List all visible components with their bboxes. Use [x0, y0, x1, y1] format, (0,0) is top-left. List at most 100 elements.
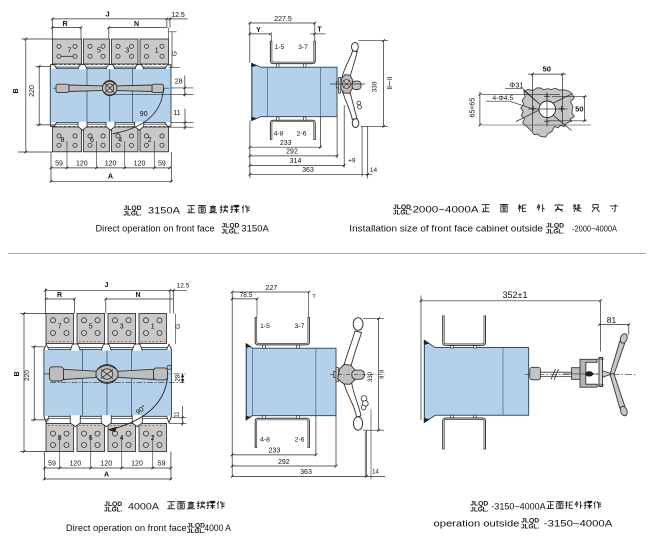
- svg-text:JLGL.: JLGL.: [104, 507, 122, 514]
- svg-text:JLGL.: JLGL.: [521, 523, 539, 530]
- svg-text:352±1: 352±1: [503, 290, 528, 300]
- svg-text:292: 292: [286, 149, 298, 156]
- svg-text:6: 6: [90, 137, 94, 144]
- svg-text:59: 59: [158, 160, 166, 167]
- svg-text:Y: Y: [256, 27, 261, 34]
- svg-text:81: 81: [607, 315, 617, 325]
- svg-text:227: 227: [266, 285, 278, 292]
- svg-text:314: 314: [290, 158, 302, 165]
- svg-text:120: 120: [131, 460, 143, 467]
- svg-text:JLQD: JLQD: [124, 205, 142, 212]
- svg-text:1-5: 1-5: [275, 44, 285, 51]
- svg-text:120: 120: [100, 460, 112, 467]
- svg-text:-2000~4000A: -2000~4000A: [409, 205, 480, 216]
- svg-text:3-7: 3-7: [298, 44, 308, 51]
- svg-text:330: 330: [368, 371, 374, 382]
- svg-text:14: 14: [372, 469, 379, 475]
- svg-text:J: J: [106, 10, 110, 19]
- svg-text:220: 220: [29, 85, 36, 97]
- svg-text:50: 50: [575, 104, 583, 113]
- svg-text:JLGL.: JLGL.: [187, 528, 205, 535]
- svg-text:A: A: [104, 471, 109, 478]
- svg-text:4000 A: 4000 A: [204, 523, 231, 534]
- svg-text:JLQD: JLQD: [187, 523, 205, 530]
- svg-text:11: 11: [175, 411, 181, 418]
- svg-text:8: 8: [61, 137, 65, 144]
- svg-text:1: 1: [155, 48, 159, 55]
- svg-text:Direct operation on front face: Direct operation on front face: [66, 523, 187, 533]
- svg-text:Direct operation on front face: Direct operation on front face: [96, 223, 215, 233]
- svg-text:JLQD: JLQD: [470, 501, 488, 508]
- svg-text:65×65: 65×65: [470, 98, 477, 118]
- svg-text:1-5: 1-5: [260, 323, 270, 330]
- svg-text:50: 50: [543, 65, 551, 74]
- svg-text:59: 59: [158, 460, 166, 467]
- svg-text:2-6: 2-6: [297, 131, 307, 138]
- svg-text:J: J: [104, 282, 108, 289]
- svg-text:B: B: [13, 88, 20, 93]
- svg-text:233: 233: [280, 140, 292, 147]
- svg-text:-3150~4000A: -3150~4000A: [491, 501, 546, 512]
- svg-text:28: 28: [175, 374, 181, 381]
- svg-text:120: 120: [69, 460, 81, 467]
- svg-text:59: 59: [48, 460, 56, 467]
- svg-text:2-6: 2-6: [295, 437, 305, 444]
- svg-text:59: 59: [55, 160, 63, 167]
- svg-text:330: 330: [371, 81, 378, 92]
- svg-text:N: N: [135, 292, 140, 299]
- svg-text:JLGL.: JLGL.: [124, 211, 142, 218]
- svg-text:operation outside: operation outside: [434, 518, 520, 529]
- svg-text:3-7: 3-7: [295, 323, 305, 330]
- svg-text:4: 4: [118, 137, 122, 144]
- svg-text:363: 363: [300, 469, 312, 476]
- svg-text:2: 2: [148, 137, 152, 144]
- svg-text:-2000~4000A: -2000~4000A: [572, 223, 617, 233]
- svg-text:T: T: [317, 26, 322, 33]
- svg-text:7: 7: [58, 324, 62, 331]
- svg-text:-3150~4000A: -3150~4000A: [544, 518, 613, 529]
- svg-text:R: R: [62, 21, 67, 28]
- svg-text:11: 11: [173, 110, 180, 117]
- svg-text:7: 7: [68, 48, 72, 55]
- svg-text:3: 3: [125, 48, 129, 55]
- svg-text:3: 3: [120, 324, 124, 331]
- svg-text:JLQD: JLQD: [521, 518, 539, 525]
- svg-text:120: 120: [76, 160, 88, 167]
- svg-text:363: 363: [302, 167, 314, 174]
- svg-text:5: 5: [89, 324, 93, 331]
- svg-text:T: T: [312, 294, 316, 300]
- svg-text:78.5: 78.5: [240, 292, 253, 299]
- svg-text:R: R: [57, 292, 62, 299]
- svg-text:220: 220: [24, 370, 31, 381]
- svg-text:4000A: 4000A: [128, 502, 160, 513]
- svg-text:G: G: [175, 324, 182, 329]
- svg-text:5: 5: [97, 48, 101, 55]
- svg-text:28: 28: [175, 78, 183, 85]
- svg-text:4-Φ4.5: 4-Φ4.5: [492, 95, 513, 102]
- svg-text:JLGL.: JLGL.: [470, 506, 488, 513]
- svg-text:227.5: 227.5: [274, 16, 292, 23]
- svg-text:90: 90: [140, 111, 148, 118]
- svg-text:JLQD: JLQD: [393, 204, 411, 211]
- svg-text:1: 1: [151, 324, 155, 331]
- svg-text:Φ31: Φ31: [509, 80, 523, 89]
- svg-text:JLQD: JLQD: [104, 501, 122, 508]
- svg-text:120: 120: [134, 160, 146, 167]
- svg-text:N: N: [134, 21, 139, 28]
- svg-text:14: 14: [370, 167, 378, 174]
- svg-text:4-8: 4-8: [260, 437, 270, 444]
- svg-text:12.5: 12.5: [177, 282, 190, 289]
- svg-text:292: 292: [278, 459, 290, 466]
- svg-text:120: 120: [105, 160, 117, 167]
- svg-text:3150A: 3150A: [241, 223, 269, 234]
- svg-text:JLGL.: JLGL.: [393, 210, 411, 217]
- svg-text:B: B: [14, 371, 21, 376]
- svg-text:Installation size of front fac: Installation size of front face cabinet …: [349, 223, 543, 233]
- svg-text:233: 233: [269, 448, 281, 455]
- svg-text:A: A: [108, 172, 114, 181]
- svg-text:JLQD: JLQD: [222, 223, 240, 230]
- svg-text:4-8: 4-8: [274, 131, 284, 138]
- svg-text:12.5: 12.5: [171, 12, 185, 19]
- svg-text:G: G: [171, 51, 178, 56]
- svg-text:JLGL.: JLGL.: [546, 228, 564, 235]
